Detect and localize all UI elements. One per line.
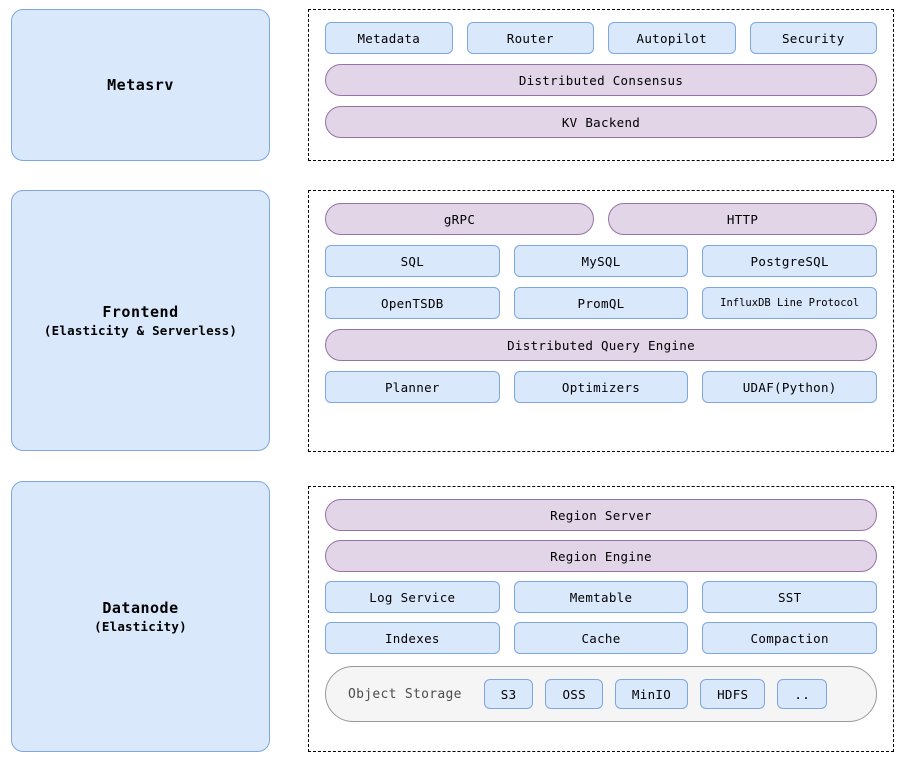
metasrv-kv-backend-row: KV Backend (325, 106, 877, 138)
storage-backend-minio[interactable]: MinIO (614, 679, 689, 709)
metasrv-components-row: Metadata Router Autopilot Security (325, 22, 877, 54)
metasrv-component-metadata[interactable]: Metadata (325, 22, 453, 54)
datanode-component-compaction[interactable]: Compaction (702, 622, 878, 654)
frontend-engine-parts-row: Planner Optimizers UDAF(Python) (325, 371, 878, 403)
datanode-region-engine-row: Region Engine (325, 540, 877, 572)
panel-datanode-subtitle: (Elasticity) (94, 618, 187, 634)
metasrv-distributed-consensus[interactable]: Distributed Consensus (325, 64, 877, 96)
storage-backend-oss[interactable]: OSS (545, 679, 603, 709)
datanode-component-indexes[interactable]: Indexes (325, 622, 500, 654)
frontend-interface-influxdb-line-protocol[interactable]: InfluxDB Line Protocol (702, 287, 878, 319)
datanode-component-memtable[interactable]: Memtable (513, 581, 689, 613)
datanode-region-server[interactable]: Region Server (325, 499, 877, 531)
metasrv-component-autopilot[interactable]: Autopilot (608, 22, 736, 54)
storage-backend-hdfs[interactable]: HDFS (700, 679, 766, 709)
group-metasrv: Metadata Router Autopilot Security Distr… (308, 9, 894, 161)
frontend-protocol-http[interactable]: HTTP (608, 203, 877, 235)
panel-frontend: Frontend (Elasticity & Serverless) (11, 190, 270, 451)
group-frontend: gRPC HTTP SQL MySQL PostgreSQL OpenTSDB … (308, 190, 894, 452)
storage-backend-s3[interactable]: S3 (483, 679, 534, 709)
metasrv-consensus-row: Distributed Consensus (325, 64, 877, 96)
panel-frontend-title: Frontend (102, 302, 179, 321)
metasrv-component-security[interactable]: Security (749, 22, 877, 54)
frontend-query-engine-row: Distributed Query Engine (325, 329, 877, 361)
object-storage-label: Object Storage (348, 686, 462, 702)
datanode-components-row-1: Log Service Memtable SST (325, 581, 878, 613)
datanode-object-storage-strip: Object Storage S3 OSS MinIO HDFS .. (325, 666, 877, 722)
frontend-engine-planner[interactable]: Planner (325, 371, 500, 403)
frontend-distributed-query-engine[interactable]: Distributed Query Engine (325, 329, 877, 361)
frontend-engine-udaf-python[interactable]: UDAF(Python) (702, 371, 878, 403)
frontend-protocol-grpc[interactable]: gRPC (325, 203, 594, 235)
frontend-engine-optimizers[interactable]: Optimizers (513, 371, 689, 403)
datanode-component-cache[interactable]: Cache (513, 622, 689, 654)
datanode-components-row-2: Indexes Cache Compaction (325, 622, 878, 654)
frontend-protocols-row: gRPC HTTP (325, 203, 877, 235)
frontend-interface-sql[interactable]: SQL (325, 245, 500, 277)
panel-metasrv-title: Metasrv (107, 76, 174, 94)
datanode-component-log-service[interactable]: Log Service (325, 581, 500, 613)
frontend-interfaces-row-1: SQL MySQL PostgreSQL (325, 245, 878, 277)
metasrv-kv-backend[interactable]: KV Backend (325, 106, 877, 138)
frontend-interface-mysql[interactable]: MySQL (513, 245, 689, 277)
panel-metasrv: Metasrv (11, 9, 270, 161)
group-datanode: Region Server Region Engine Log Service … (308, 486, 894, 752)
frontend-interface-promql[interactable]: PromQL (513, 287, 689, 319)
metasrv-component-router[interactable]: Router (466, 22, 594, 54)
frontend-interfaces-row-2: OpenTSDB PromQL InfluxDB Line Protocol (325, 287, 878, 319)
datanode-region-server-row: Region Server (325, 499, 877, 531)
datanode-component-sst[interactable]: SST (702, 581, 878, 613)
frontend-interface-opentsdb[interactable]: OpenTSDB (325, 287, 500, 319)
frontend-interface-postgresql[interactable]: PostgreSQL (702, 245, 878, 277)
panel-datanode-title: Datanode (102, 598, 179, 617)
component-panel-column: Metasrv Frontend (Elasticity & Serverles… (11, 0, 272, 762)
storage-backend-more[interactable]: .. (777, 679, 828, 709)
panel-frontend-subtitle: (Elasticity & Serverless) (43, 322, 238, 338)
datanode-region-engine[interactable]: Region Engine (325, 540, 877, 572)
panel-datanode: Datanode (Elasticity) (11, 481, 270, 752)
